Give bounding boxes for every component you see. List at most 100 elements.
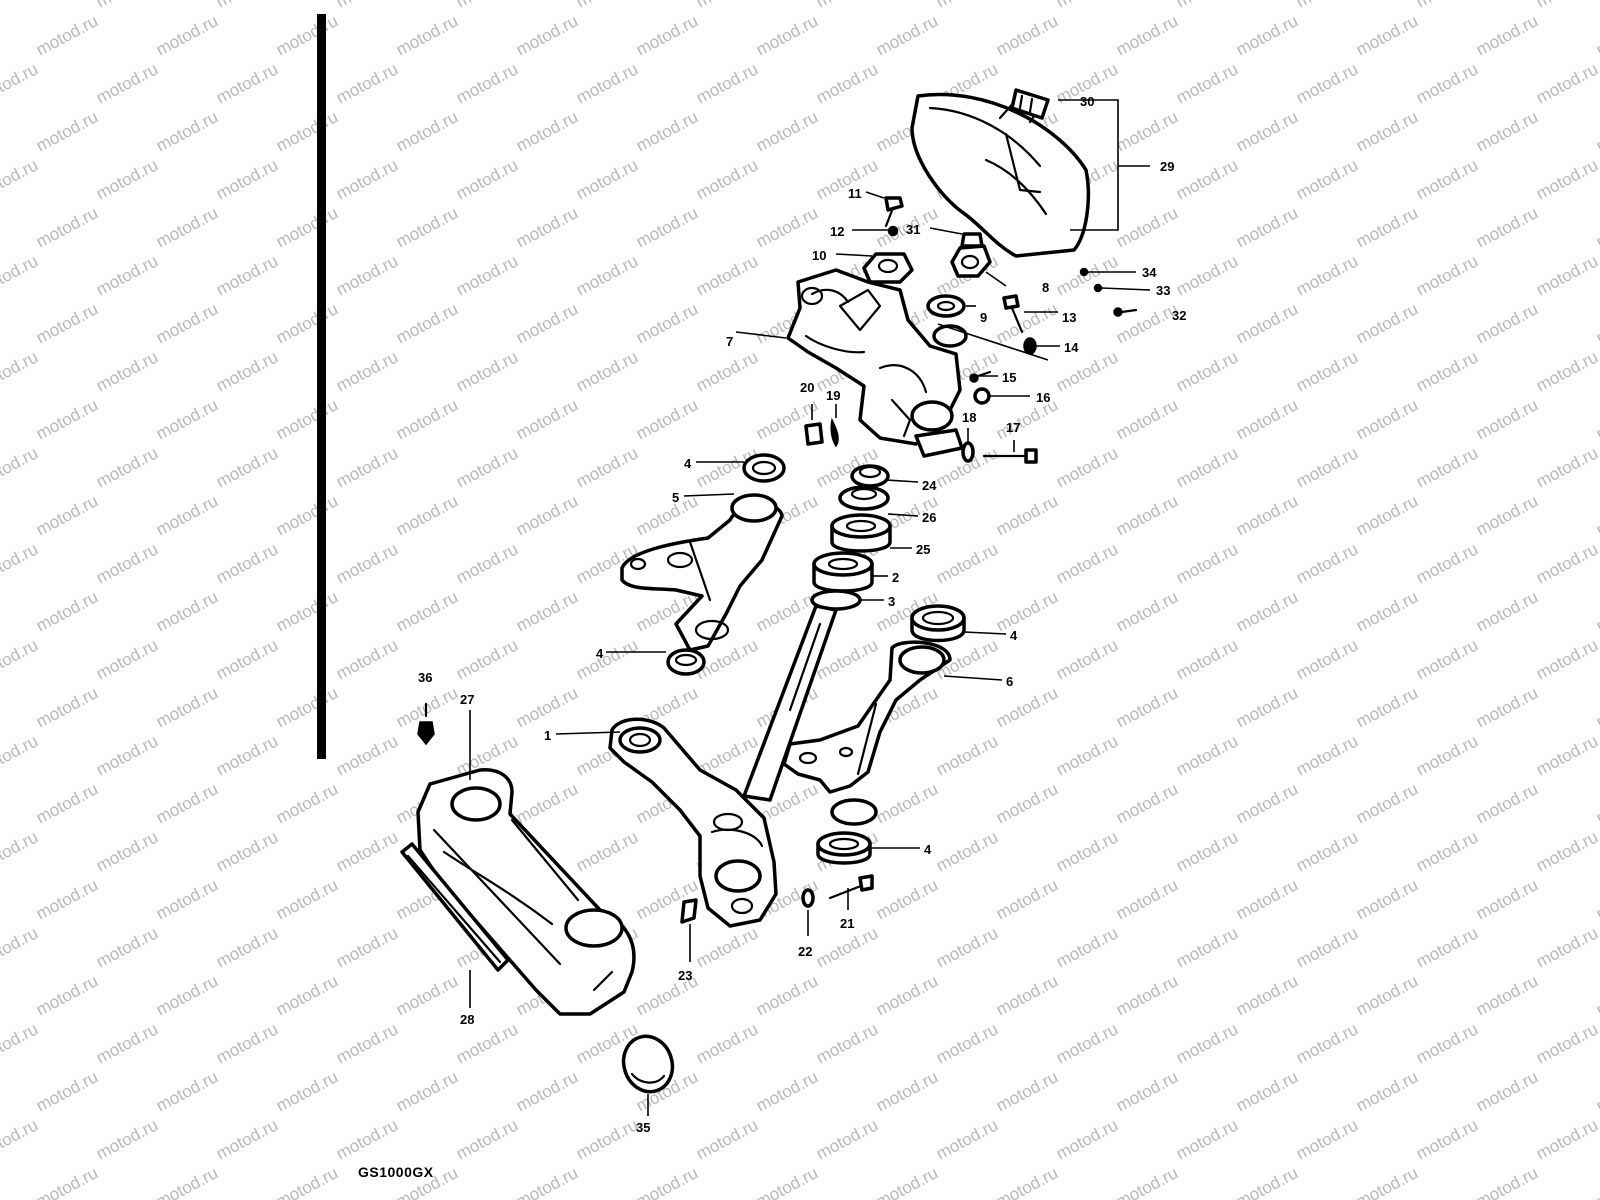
watermark-text: motod.ru xyxy=(33,779,101,827)
callout-3: 3 xyxy=(888,594,895,609)
watermark-text: motod.ru xyxy=(993,683,1061,731)
callout-4-top-left: 4 xyxy=(684,456,692,471)
watermark-text: motod.ru xyxy=(153,971,221,1019)
watermark-text: motod.ru xyxy=(333,0,401,12)
watermark-text: motod.ru xyxy=(933,731,1001,779)
callout-32: 32 xyxy=(1172,308,1186,323)
watermark-text: motod.ru xyxy=(1413,827,1481,875)
part-nut-8 xyxy=(950,232,992,278)
watermark-text: motod.ru xyxy=(213,923,281,971)
watermark-text: motod.ru xyxy=(33,587,101,635)
watermark-text: motod.ru xyxy=(333,347,401,395)
watermark-text: motod.ru xyxy=(753,1163,821,1200)
watermark-text: motod.ru xyxy=(1533,635,1600,683)
watermark-text: motod.ru xyxy=(1293,539,1361,587)
watermark-text: motod.ru xyxy=(753,203,821,251)
watermark-text: motod.ru xyxy=(153,11,221,59)
watermark-text: motod.ru xyxy=(1533,347,1600,395)
watermark-text: motod.ru xyxy=(1353,11,1421,59)
callout-9: 9 xyxy=(980,310,987,325)
watermark-text: motod.ru xyxy=(813,0,881,12)
watermark-text: motod.ru xyxy=(1233,1067,1301,1115)
watermark-text: motod.ru xyxy=(1413,731,1481,779)
watermark-text: motod.ru xyxy=(453,1115,521,1163)
watermark-text: motod.ru xyxy=(153,1163,221,1200)
watermark-text: motod.ru xyxy=(213,827,281,875)
watermark-text: motod.ru xyxy=(273,971,341,1019)
watermark-text: motod.ru xyxy=(1173,0,1241,12)
watermark-text: motod.ru xyxy=(1593,587,1600,635)
watermark-text: motod.ru xyxy=(1593,875,1600,923)
watermark-text: motod.ru xyxy=(1173,347,1241,395)
part-21 xyxy=(828,874,874,900)
watermark-text: motod.ru xyxy=(753,11,821,59)
part-23 xyxy=(680,898,698,924)
watermark-text: motod.ru xyxy=(1473,779,1541,827)
watermark-text: motod.ru xyxy=(1293,827,1361,875)
callout-22: 22 xyxy=(798,944,812,959)
watermark-text: motod.ru xyxy=(873,1067,941,1115)
part-bolt-11 xyxy=(884,196,904,228)
watermark-text: motod.ru xyxy=(1053,443,1121,491)
watermark-text: motod.ru xyxy=(33,395,101,443)
watermark-text: motod.ru xyxy=(1113,203,1181,251)
watermark-text: motod.ru xyxy=(213,251,281,299)
watermark-text: motod.ru xyxy=(273,203,341,251)
watermark-text: motod.ru xyxy=(573,0,641,12)
watermark-text: motod.ru xyxy=(453,0,521,12)
callout-30: 30 xyxy=(1080,94,1094,109)
watermark-text: motod.ru xyxy=(93,155,161,203)
watermark-text: motod.ru xyxy=(1053,251,1121,299)
callout-18: 18 xyxy=(962,410,976,425)
watermark-text: motod.ru xyxy=(0,539,41,587)
callout-13: 13 xyxy=(1062,310,1076,325)
watermark-text: motod.ru xyxy=(1113,1067,1181,1115)
watermark-text: motod.ru xyxy=(1413,0,1481,12)
watermark-text: motod.ru xyxy=(1473,395,1541,443)
watermark-text: motod.ru xyxy=(1173,1019,1241,1067)
watermark-text: motod.ru xyxy=(1053,0,1121,12)
watermark-text: motod.ru xyxy=(0,155,41,203)
watermark-text: motod.ru xyxy=(1353,491,1421,539)
watermark-text: motod.ru xyxy=(513,1067,581,1115)
watermark-text: motod.ru xyxy=(453,443,521,491)
watermark-text: motod.ru xyxy=(1113,971,1181,1019)
watermark-text: motod.ru xyxy=(93,443,161,491)
watermark-text: motod.ru xyxy=(1053,1019,1121,1067)
callout-36: 36 xyxy=(418,670,432,685)
watermark-text: motod.ru xyxy=(393,971,461,1019)
watermark-text: motod.ru xyxy=(393,299,461,347)
watermark-text: motod.ru xyxy=(1473,1067,1541,1115)
watermark-text: motod.ru xyxy=(993,491,1061,539)
watermark-text: motod.ru xyxy=(1413,635,1481,683)
watermark-text: motod.ru xyxy=(1473,299,1541,347)
callout-25: 25 xyxy=(916,542,930,557)
watermark-text: motod.ru xyxy=(1593,395,1600,443)
watermark-text: motod.ru xyxy=(1593,107,1600,155)
watermark-text: motod.ru xyxy=(873,875,941,923)
watermark-text: motod.ru xyxy=(1233,11,1301,59)
watermark-text: motod.ru xyxy=(573,347,641,395)
watermark-text: motod.ru xyxy=(1053,635,1121,683)
part-lower-cover-27 xyxy=(416,768,636,1016)
watermark-text: motod.ru xyxy=(1293,1019,1361,1067)
watermark-text: motod.ru xyxy=(753,971,821,1019)
watermark-text: motod.ru xyxy=(1233,203,1301,251)
watermark-text: motod.ru xyxy=(1293,251,1361,299)
watermark-text: motod.ru xyxy=(393,1067,461,1115)
watermark-text: motod.ru xyxy=(573,827,641,875)
watermark-text: motod.ru xyxy=(513,683,581,731)
watermark-text: motod.ru xyxy=(1233,107,1301,155)
watermark-text: motod.ru xyxy=(1593,971,1600,1019)
watermark-text: motod.ru xyxy=(1353,107,1421,155)
part-nut-16 xyxy=(973,387,991,405)
watermark-text: motod.ru xyxy=(1353,1163,1421,1200)
watermark-text: motod.ru xyxy=(0,1019,41,1067)
callout-1: 1 xyxy=(544,728,551,743)
watermark-text: motod.ru xyxy=(273,683,341,731)
watermark-text: motod.ru xyxy=(1113,395,1181,443)
watermark-text: motod.ru xyxy=(1533,1019,1600,1067)
